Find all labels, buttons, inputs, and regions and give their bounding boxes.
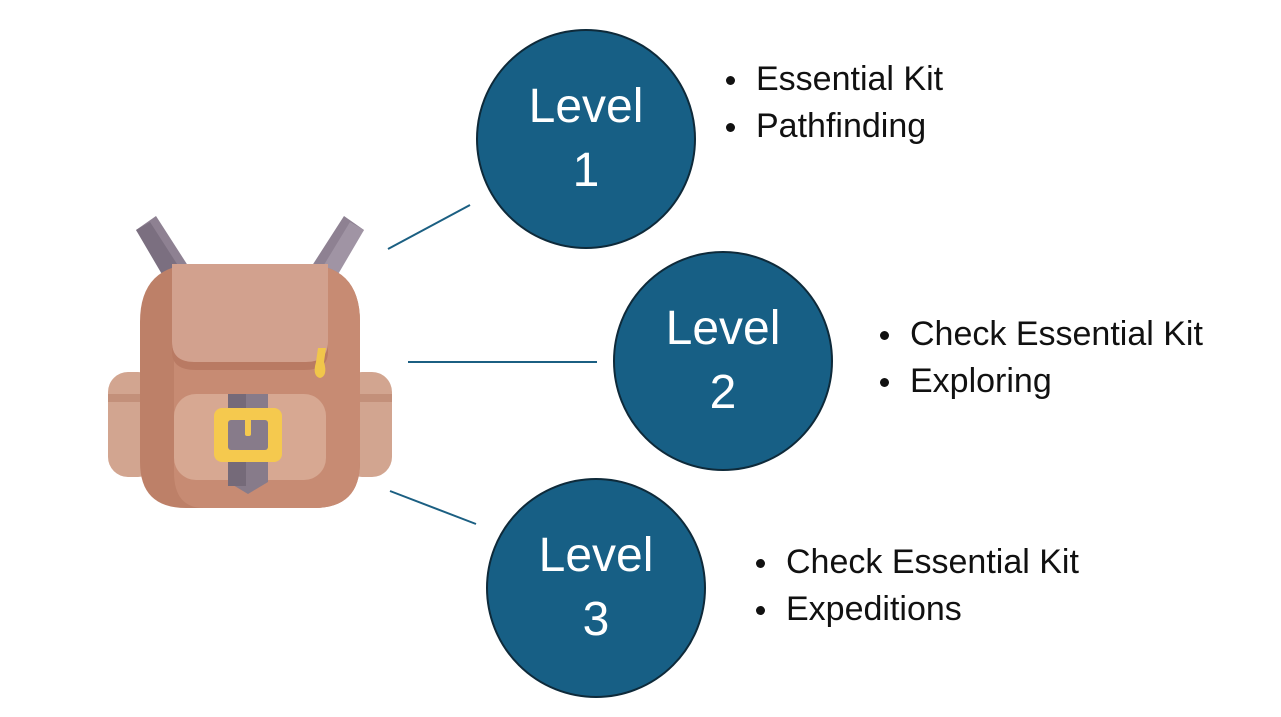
backpack-icon [108,216,392,508]
level-1-circle: Level 1 [476,29,696,249]
level-1-bullet-item: Essential Kit [724,56,943,103]
level-1-label: Level [528,80,644,133]
level-2-label: Level [665,302,781,355]
level-3-circle: Level 3 [486,478,706,698]
level-1-bullet-list: Essential Kit Pathfinding [724,56,943,150]
level-2-bullet-item: Check Essential Kit [878,311,1203,358]
level-3-bullet-item: Check Essential Kit [754,539,1079,586]
level-2-number: 2 [709,366,737,419]
level-3-label: Level [538,529,654,582]
level-1-number: 1 [572,144,600,197]
level-3-number: 3 [582,593,610,646]
connector-line-level-3 [389,490,477,525]
level-2-circle: Level 2 [613,251,833,471]
level-2-bullet-list: Check Essential Kit Exploring [878,311,1203,405]
level-2-bullet-item: Exploring [878,358,1203,405]
level-3-bullet-list: Check Essential Kit Expeditions [754,539,1079,633]
connector-line-level-1 [387,204,471,250]
level-3-bullet-item: Expeditions [754,586,1079,633]
level-1-bullet-item: Pathfinding [724,103,943,150]
